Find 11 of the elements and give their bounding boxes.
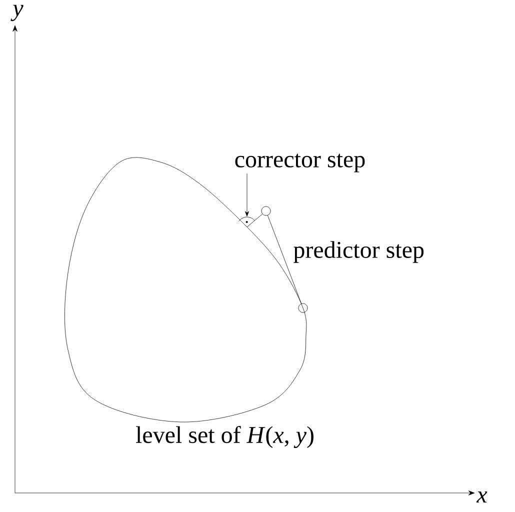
step-label: predictor step (294, 241, 424, 263)
point-marker (298, 303, 308, 313)
step-label: corrector step (235, 154, 365, 172)
predictor-segment (267, 215, 302, 304)
axis-label: x (476, 491, 488, 502)
curve-label: level set of H(x, y) (136, 426, 314, 448)
point-marker (261, 206, 271, 216)
corrector-segment (246, 214, 263, 228)
right-angle-mark (238, 216, 255, 223)
leader-arrow (245, 173, 249, 216)
axis-label: y (10, 4, 24, 22)
